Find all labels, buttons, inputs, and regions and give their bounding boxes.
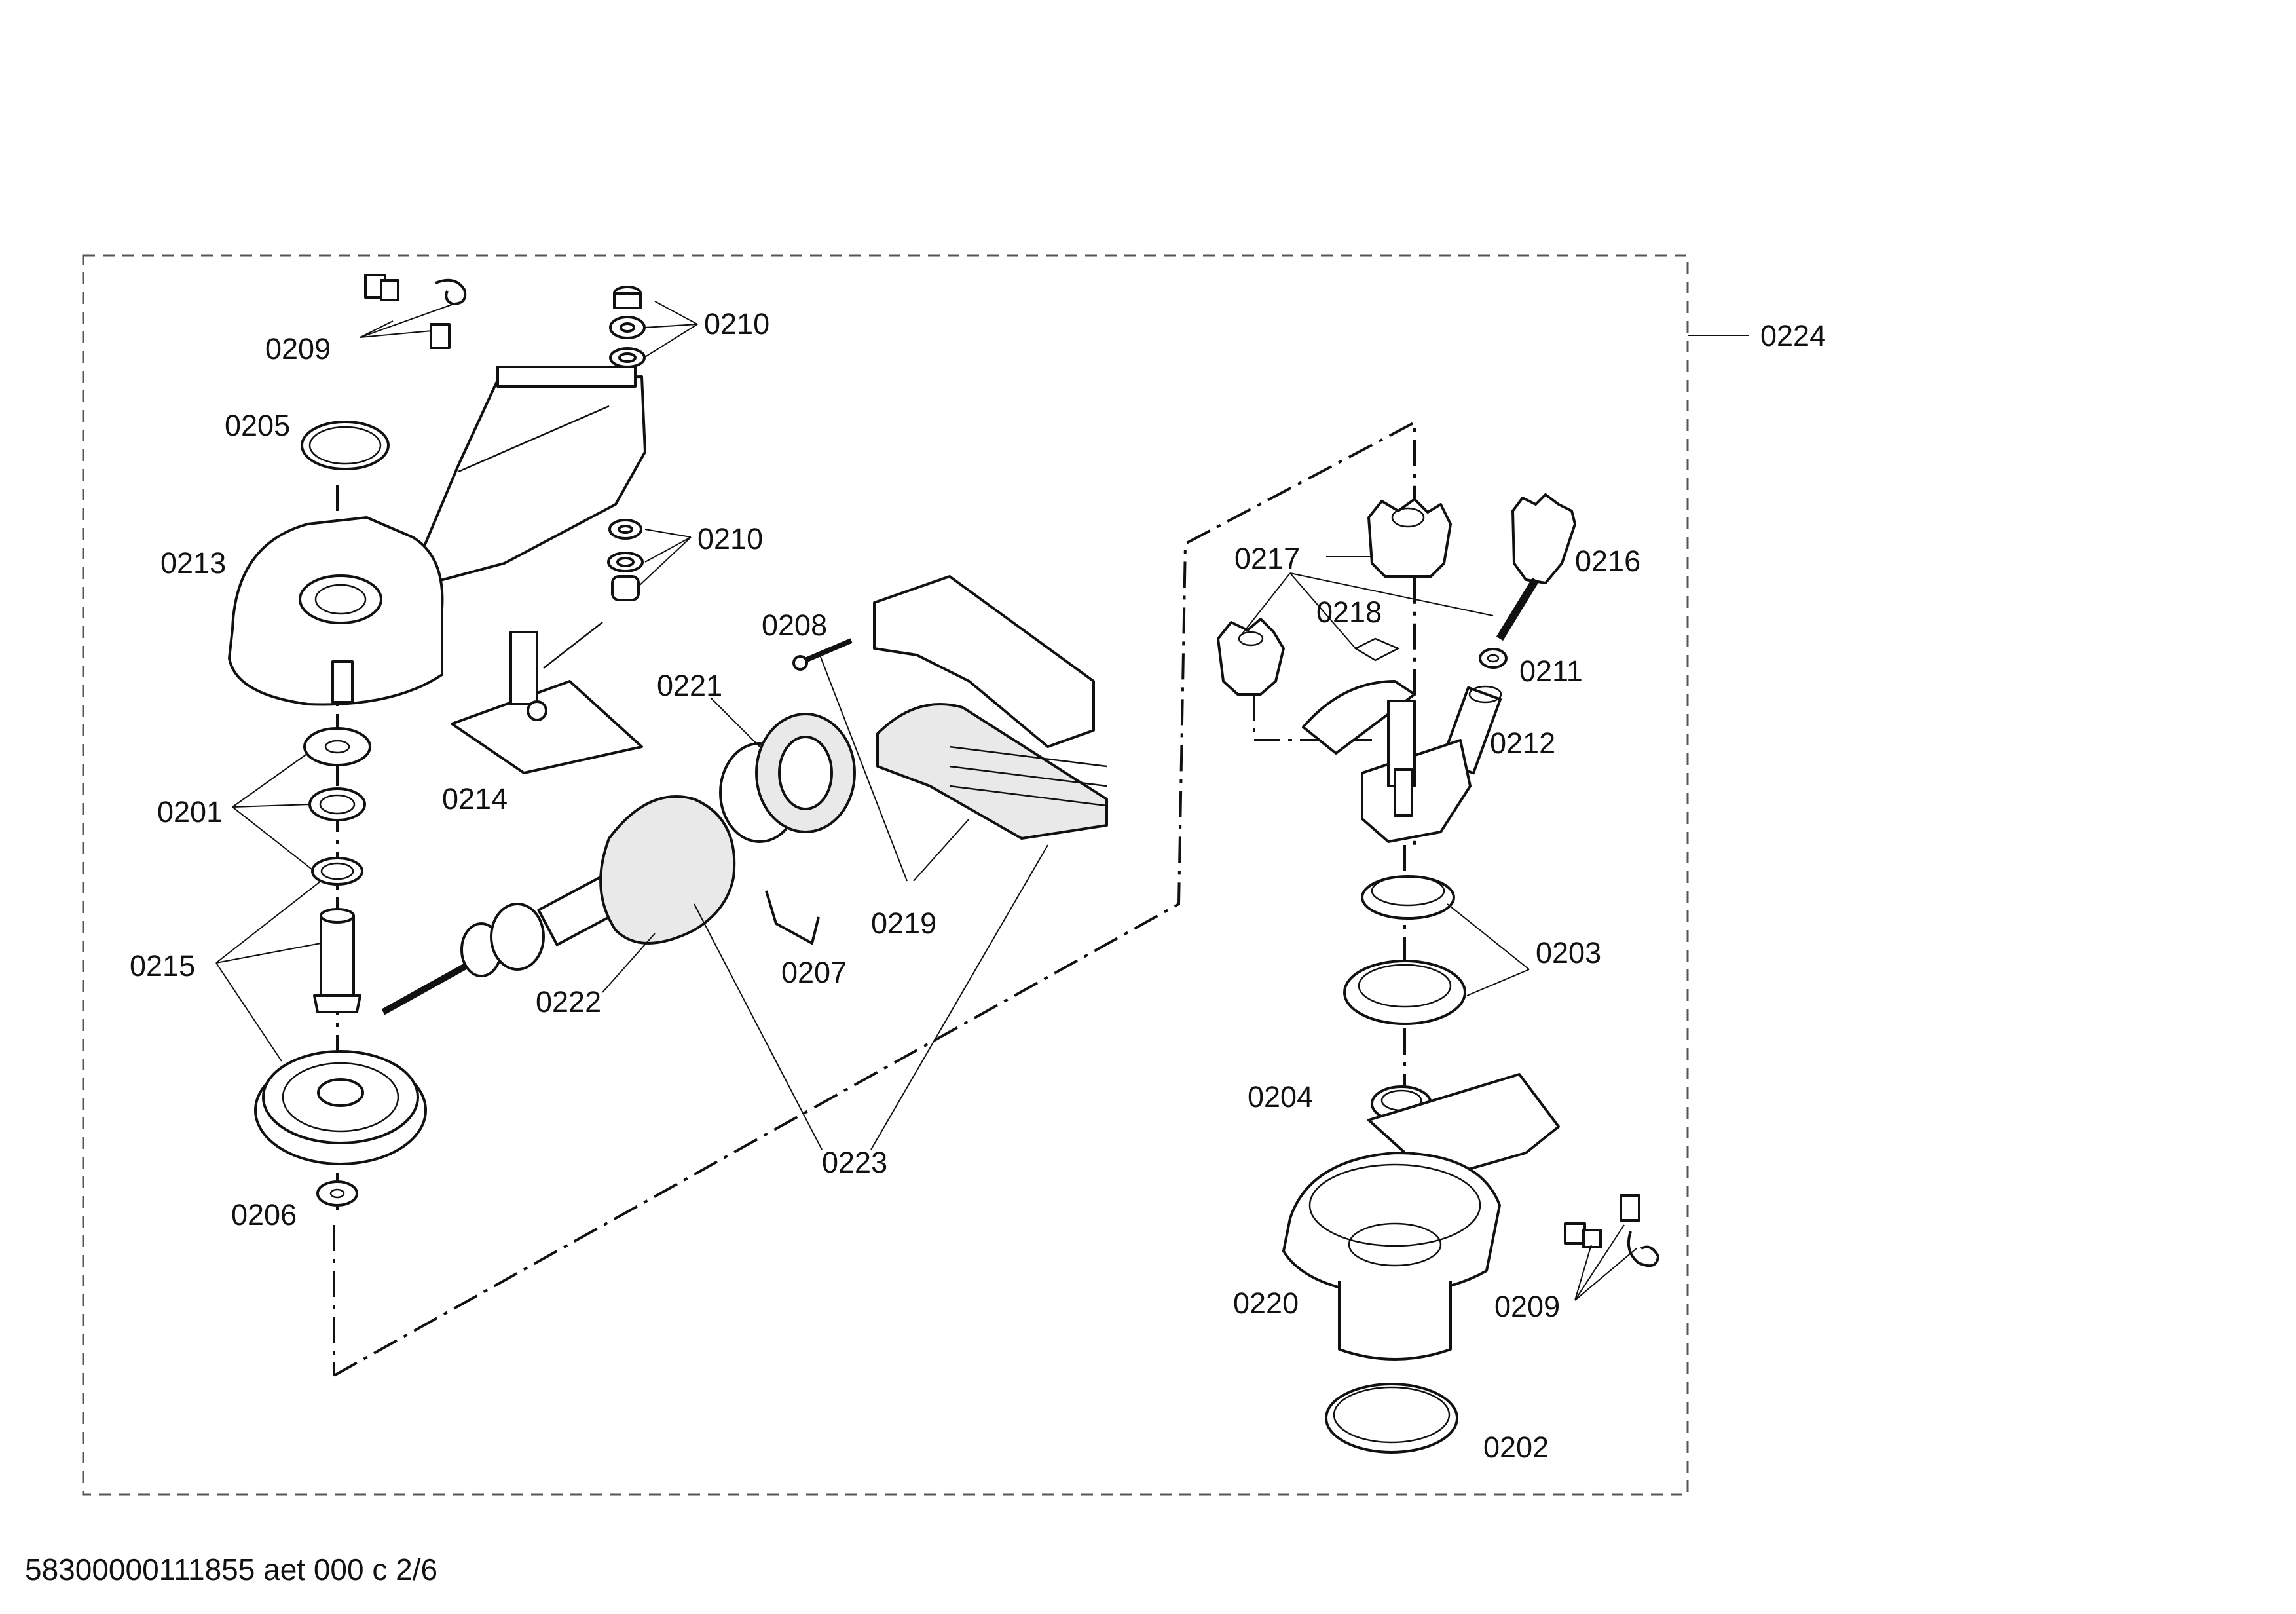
screw xyxy=(792,638,853,671)
label-0211: 0211 xyxy=(1519,654,1583,688)
label-0202: 0202 xyxy=(1483,1431,1549,1464)
label-0210-middle: 0210 xyxy=(697,522,763,555)
pinion-shaft xyxy=(313,908,361,1013)
label-0224: 0224 xyxy=(1760,319,1826,352)
seal-ring-upper xyxy=(1361,875,1455,920)
label-0223: 0223 xyxy=(822,1146,887,1179)
label-0213: 0213 xyxy=(160,546,226,580)
label-0212: 0212 xyxy=(1490,726,1555,760)
label-0206: 0206 xyxy=(231,1198,297,1231)
lock-nut xyxy=(1479,648,1508,669)
document-footer-code: 58300000111855 aet 000 c 2/6 xyxy=(25,1552,437,1586)
label-0209-top: 0209 xyxy=(265,332,331,366)
lower-housing xyxy=(1282,1073,1560,1361)
bearing-stack-top xyxy=(609,286,646,368)
label-0216: 0216 xyxy=(1575,544,1640,578)
label-0214: 0214 xyxy=(442,782,508,816)
gear-carrier xyxy=(1302,680,1472,843)
label-0222: 0222 xyxy=(536,985,601,1019)
bracket-clip xyxy=(765,890,820,945)
pinion-gear-0216 xyxy=(1496,493,1576,641)
label-0219: 0219 xyxy=(871,907,936,940)
washer-bottom xyxy=(316,1180,358,1207)
leader-lines xyxy=(215,301,1638,1301)
fan-commutator xyxy=(719,713,856,843)
bearing-stack-middle xyxy=(607,519,644,601)
label-0218: 0218 xyxy=(1316,595,1382,629)
assembly-axis-chain xyxy=(333,420,1416,1377)
carbon-brush-set-top xyxy=(364,274,467,349)
label-0220: 0220 xyxy=(1233,1286,1299,1320)
o-ring xyxy=(301,421,390,470)
label-0208: 0208 xyxy=(762,609,827,642)
gear-housing xyxy=(228,366,646,706)
label-0210-top: 0210 xyxy=(704,307,769,341)
large-spur-gear xyxy=(254,1050,427,1165)
pinion-gear-upper xyxy=(1367,498,1452,578)
assembly-boundary xyxy=(82,254,1689,1496)
field-coil xyxy=(873,575,1108,840)
label-0201: 0201 xyxy=(157,795,223,829)
seal-ring-lower xyxy=(1343,960,1466,1025)
label-0204: 0204 xyxy=(1248,1080,1313,1114)
label-0221: 0221 xyxy=(657,669,722,702)
bearing-set-left xyxy=(303,727,371,886)
label-0217: 0217 xyxy=(1234,542,1300,575)
label-0209-bottom: 0209 xyxy=(1494,1290,1560,1323)
label-0207: 0207 xyxy=(781,956,847,989)
small-plate xyxy=(1354,637,1400,662)
label-0215: 0215 xyxy=(130,949,195,983)
label-0205: 0205 xyxy=(225,409,290,442)
ring-bottom xyxy=(1325,1383,1458,1454)
pinion-gear-small xyxy=(1217,618,1285,696)
armature xyxy=(381,795,762,1015)
label-0203: 0203 xyxy=(1536,936,1601,969)
switch-plate xyxy=(451,622,643,774)
carbon-brush-set-bottom xyxy=(1564,1194,1659,1267)
